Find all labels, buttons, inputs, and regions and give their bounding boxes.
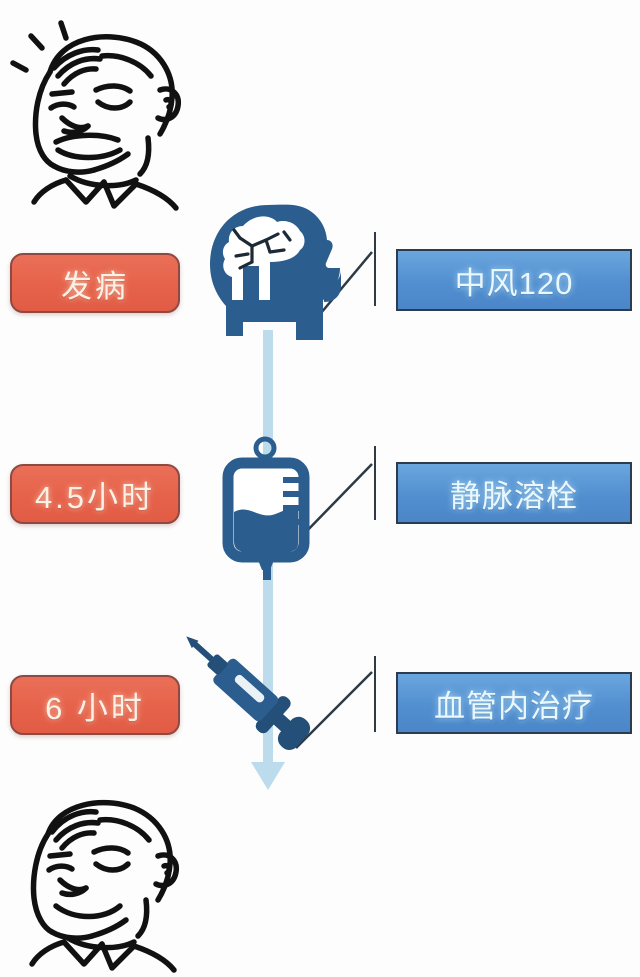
distressed-elderly-man-face (10, 20, 181, 211)
leader-tick-1 (374, 232, 376, 306)
treatment-chip-iv-thrombolysis[interactable]: 静脉溶栓 (396, 462, 632, 524)
treatment-chip-stroke-120-label: 中风120 (454, 265, 574, 301)
time-chip-4-5-hours[interactable]: 4.5小时 (10, 464, 180, 524)
leader-line-3 (295, 671, 373, 749)
recovered-elderly-man-face (29, 799, 179, 973)
time-chip-4-5-hours-label: 4.5小时 (34, 479, 156, 515)
time-chip-6-hours[interactable]: 6 小时 (10, 675, 180, 735)
leader-tick-2 (374, 446, 376, 520)
treatment-chip-stroke-120[interactable]: 中风120 (396, 249, 632, 311)
time-chip-onset-label: 发病 (61, 268, 129, 304)
syringe-icon (186, 636, 311, 751)
treatment-chip-endovascular-label: 血管内治疗 (434, 688, 594, 724)
leader-line-2 (299, 463, 373, 539)
iv-bag-icon (222, 436, 310, 580)
treatment-chip-iv-thrombolysis-label: 静脉溶栓 (450, 478, 578, 514)
head-brain-icon (210, 204, 341, 340)
time-chip-onset[interactable]: 发病 (10, 253, 180, 313)
treatment-chip-endovascular[interactable]: 血管内治疗 (396, 672, 632, 734)
leader-tick-3 (374, 656, 376, 732)
time-chip-6-hours-label: 6 小时 (45, 690, 145, 726)
